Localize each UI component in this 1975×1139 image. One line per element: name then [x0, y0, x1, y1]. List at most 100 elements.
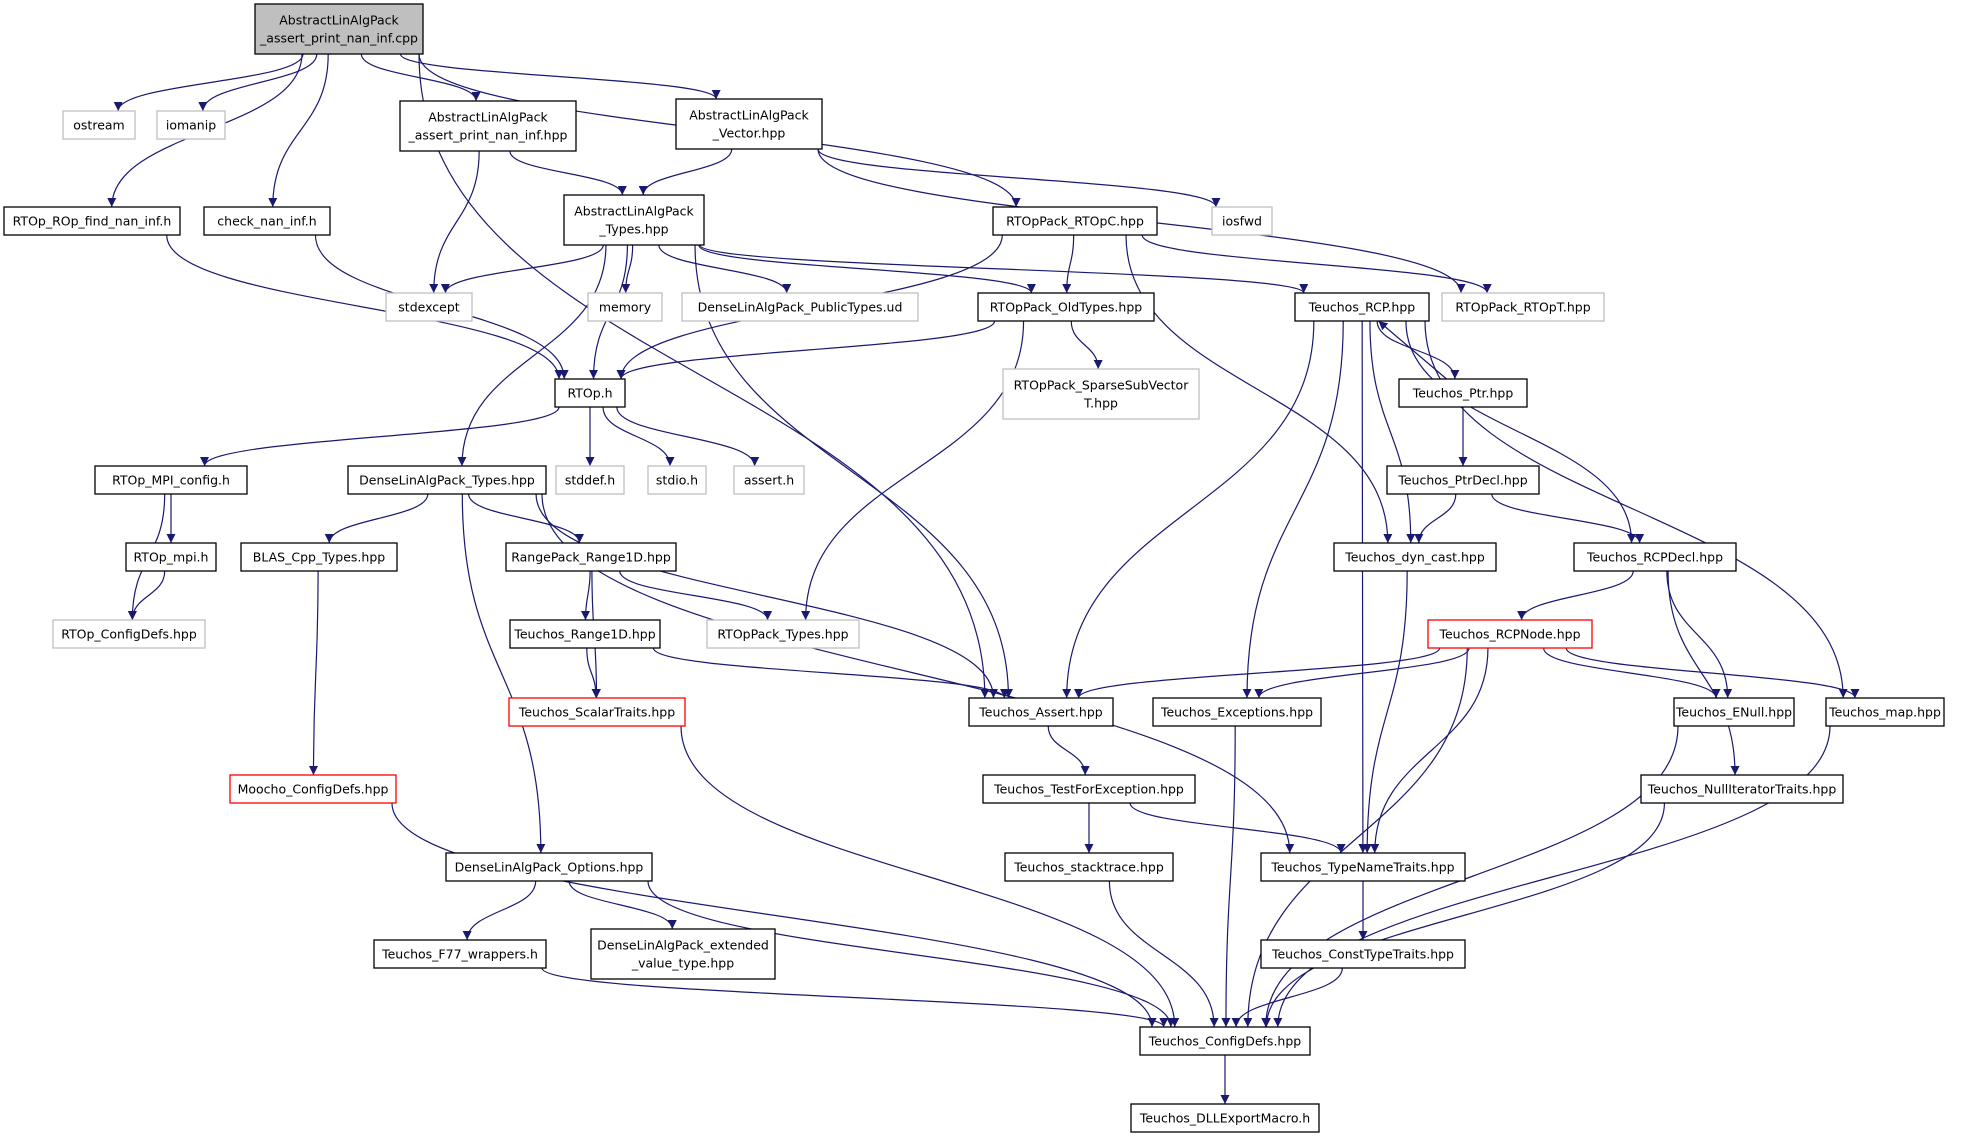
node-label: Teuchos_RCP.hpp	[1308, 300, 1416, 315]
node-alap_assert_hpp[interactable]: AbstractLinAlgPack_assert_print_nan_inf.…	[399, 100, 577, 152]
edge-teuchos_ptr-to-teuchos_rcp	[1378, 320, 1447, 380]
node-box	[1386, 465, 1540, 495]
node-teuchos_ptr[interactable]: Teuchos_Ptr.hpp	[1398, 378, 1528, 408]
node-box	[52, 619, 206, 649]
node-box	[373, 939, 547, 969]
edge-teuchos_ptrdecl-to-teuchos_dyn_cast	[1414, 493, 1457, 544]
node-box	[563, 194, 705, 246]
node-box	[203, 206, 331, 236]
node-label: RTOpPack_OldTypes.hpp	[990, 300, 1142, 315]
edge-alap_types-to-dlap_types	[457, 244, 607, 467]
node-root[interactable]: AbstractLinAlgPack_assert_print_nan_inf.…	[254, 3, 424, 55]
node-alap_vector[interactable]: AbstractLinAlgPack_Vector.hpp	[675, 98, 823, 150]
node-label: DenseLinAlgPack_Options.hpp	[455, 860, 644, 875]
node-teuchos_consttypetraits[interactable]: Teuchos_ConstTypeTraits.hpp	[1260, 939, 1466, 969]
node-teuchos_scalartraits[interactable]: Teuchos_ScalarTraits.hpp	[508, 697, 686, 727]
edge-rtop_h-to-assert_h	[616, 406, 760, 467]
edge-teuchos_rcpdecl-to-teuchos_rcpnode	[1517, 570, 1634, 621]
edge-dlap_options-to-teuchos_f77_wrappers	[462, 880, 537, 941]
node-teuchos_exceptions[interactable]: Teuchos_Exceptions.hpp	[1152, 697, 1322, 727]
edge-rtop_mpi-to-rtop_configdefs	[127, 570, 166, 621]
node-box	[3, 206, 181, 236]
node-dlap_options[interactable]: DenseLinAlgPack_Options.hpp	[445, 852, 653, 882]
node-teuchos_f77_wrappers[interactable]: Teuchos_F77_wrappers.h	[373, 939, 547, 969]
node-box	[347, 465, 547, 495]
node-teuchos_range1d[interactable]: Teuchos_Range1D.hpp	[509, 619, 661, 649]
edge-teuchos_stacktrace-to-teuchos_configdefs	[1108, 880, 1219, 1028]
edge-root-to-iomanip	[198, 53, 318, 112]
node-box	[125, 542, 217, 572]
node-dlap_types[interactable]: DenseLinAlgPack_Types.hpp	[347, 465, 547, 495]
edge-alap_types-to-rtoppack_oldtypes	[698, 244, 1036, 294]
edge-rtoppack_rtopc-to-rtoppack_rtopt	[1141, 234, 1492, 294]
node-stdio: stdio.h	[647, 465, 707, 495]
node-dlap_extended_value_type[interactable]: DenseLinAlgPack_extended_value_type.hpp	[590, 928, 776, 980]
edge-teuchos_nulliteratortraits-to-teuchos_configdefs	[1261, 802, 1666, 1028]
edge-teuchos_ptrdecl-to-teuchos_rcpdecl	[1491, 493, 1645, 544]
node-teuchos_map[interactable]: Teuchos_map.hpp	[1825, 697, 1945, 727]
node-alap_types[interactable]: AbstractLinAlgPack_Types.hpp	[563, 194, 705, 246]
edge-rangepack_range1d-to-rtoppack_types	[619, 570, 773, 621]
node-box	[156, 110, 226, 140]
node-stdexcept: stdexcept	[385, 292, 473, 322]
node-box	[62, 110, 136, 140]
node-label: iomanip	[166, 118, 216, 133]
node-box	[647, 465, 707, 495]
node-teuchos_dyn_cast[interactable]: Teuchos_dyn_cast.hpp	[1333, 542, 1497, 572]
node-teuchos_nulliteratortraits[interactable]: Teuchos_NullIteratorTraits.hpp	[1640, 774, 1844, 804]
node-box	[977, 292, 1155, 322]
node-blas_cpp_types[interactable]: BLAS_Cpp_Types.hpp	[240, 542, 398, 572]
edge-rtoppack_rtopc-to-teuchos_dyn_cast	[1125, 234, 1393, 544]
edge-teuchos_rcp-to-teuchos_assert	[1062, 320, 1315, 699]
node-teuchos_assert[interactable]: Teuchos_Assert.hpp	[968, 697, 1114, 727]
node-check_nan_inf[interactable]: check_nan_inf.h	[203, 206, 331, 236]
edge-root-to-alap_assert_hpp	[360, 53, 481, 102]
node-rtoppack_rtopt: RTOpPack_RTOpT.hpp	[1441, 292, 1605, 322]
node-teuchos_configdefs[interactable]: Teuchos_ConfigDefs.hpp	[1139, 1026, 1311, 1056]
node-rangepack_range1d[interactable]: RangePack_Range1D.hpp	[505, 542, 677, 572]
node-box	[681, 292, 919, 322]
node-teuchos_ptrdecl[interactable]: Teuchos_PtrDecl.hpp	[1386, 465, 1540, 495]
node-rtoppack_rtopc[interactable]: RTOpPack_RTOpC.hpp	[992, 206, 1158, 236]
node-rtop_h[interactable]: RTOp.h	[554, 378, 626, 408]
node-teuchos_rcpdecl[interactable]: Teuchos_RCPDecl.hpp	[1573, 542, 1737, 572]
node-label: Teuchos_Assert.hpp	[978, 705, 1102, 720]
node-iomanip: iomanip	[156, 110, 226, 140]
node-teuchos_testforexception[interactable]: Teuchos_TestForException.hpp	[982, 774, 1196, 804]
node-box	[445, 852, 653, 882]
edge-teuchos_rcp-to-teuchos_exceptions	[1242, 320, 1344, 699]
node-box	[590, 928, 776, 980]
node-teuchos_dllexportmacro[interactable]: Teuchos_DLLExportMacro.h	[1130, 1103, 1320, 1133]
node-rtop_mpi_config[interactable]: RTOp_MPI_config.h	[94, 465, 248, 495]
node-label: Teuchos_Ptr.hpp	[1412, 386, 1514, 401]
node-box	[1441, 292, 1605, 322]
edge-teuchos_testforexception-to-teuchos_typenametraits	[1129, 802, 1346, 854]
node-label: DenseLinAlgPack_extended	[597, 938, 769, 953]
node-moocho_configdefs[interactable]: Moocho_ConfigDefs.hpp	[229, 774, 397, 804]
node-label: ostream	[73, 118, 124, 133]
node-label: Teuchos_F77_wrappers.h	[381, 947, 538, 962]
node-teuchos_rcp[interactable]: Teuchos_RCP.hpp	[1294, 292, 1430, 322]
node-box	[1004, 852, 1174, 882]
node-box	[1294, 292, 1430, 322]
node-box	[1333, 542, 1497, 572]
node-teuchos_stacktrace[interactable]: Teuchos_stacktrace.hpp	[1004, 852, 1174, 882]
node-label: memory	[599, 300, 652, 315]
node-label: Teuchos_RCPNode.hpp	[1438, 627, 1580, 642]
edge-rangepack_range1d-to-teuchos_range1d	[580, 570, 591, 621]
node-box	[587, 292, 663, 322]
node-box	[1427, 619, 1593, 649]
node-label: AbstractLinAlgPack	[428, 110, 548, 125]
node-teuchos_typenametraits[interactable]: Teuchos_TypeNameTraits.hpp	[1260, 852, 1466, 882]
edge-teuchos_rcpnode-to-teuchos_typenametraits	[1370, 647, 1489, 854]
node-teuchos_enull[interactable]: Teuchos_ENull.hpp	[1673, 697, 1795, 727]
node-label: Teuchos_ConfigDefs.hpp	[1148, 1034, 1301, 1049]
node-rtoppack_oldtypes[interactable]: RTOpPack_OldTypes.hpp	[977, 292, 1155, 322]
node-rtop_find_nan_inf[interactable]: RTOp_ROp_find_nan_inf.h	[3, 206, 181, 236]
edge-teuchos_assert-to-teuchos_testforexception	[1047, 725, 1090, 776]
node-box	[733, 465, 805, 495]
node-teuchos_rcpnode[interactable]: Teuchos_RCPNode.hpp	[1427, 619, 1593, 649]
node-rtop_mpi[interactable]: RTOp_mpi.h	[125, 542, 217, 572]
edge-teuchos_exceptions-to-teuchos_configdefs	[1221, 725, 1236, 1028]
edge-blas_cpp_types-to-moocho_configdefs	[308, 570, 319, 776]
